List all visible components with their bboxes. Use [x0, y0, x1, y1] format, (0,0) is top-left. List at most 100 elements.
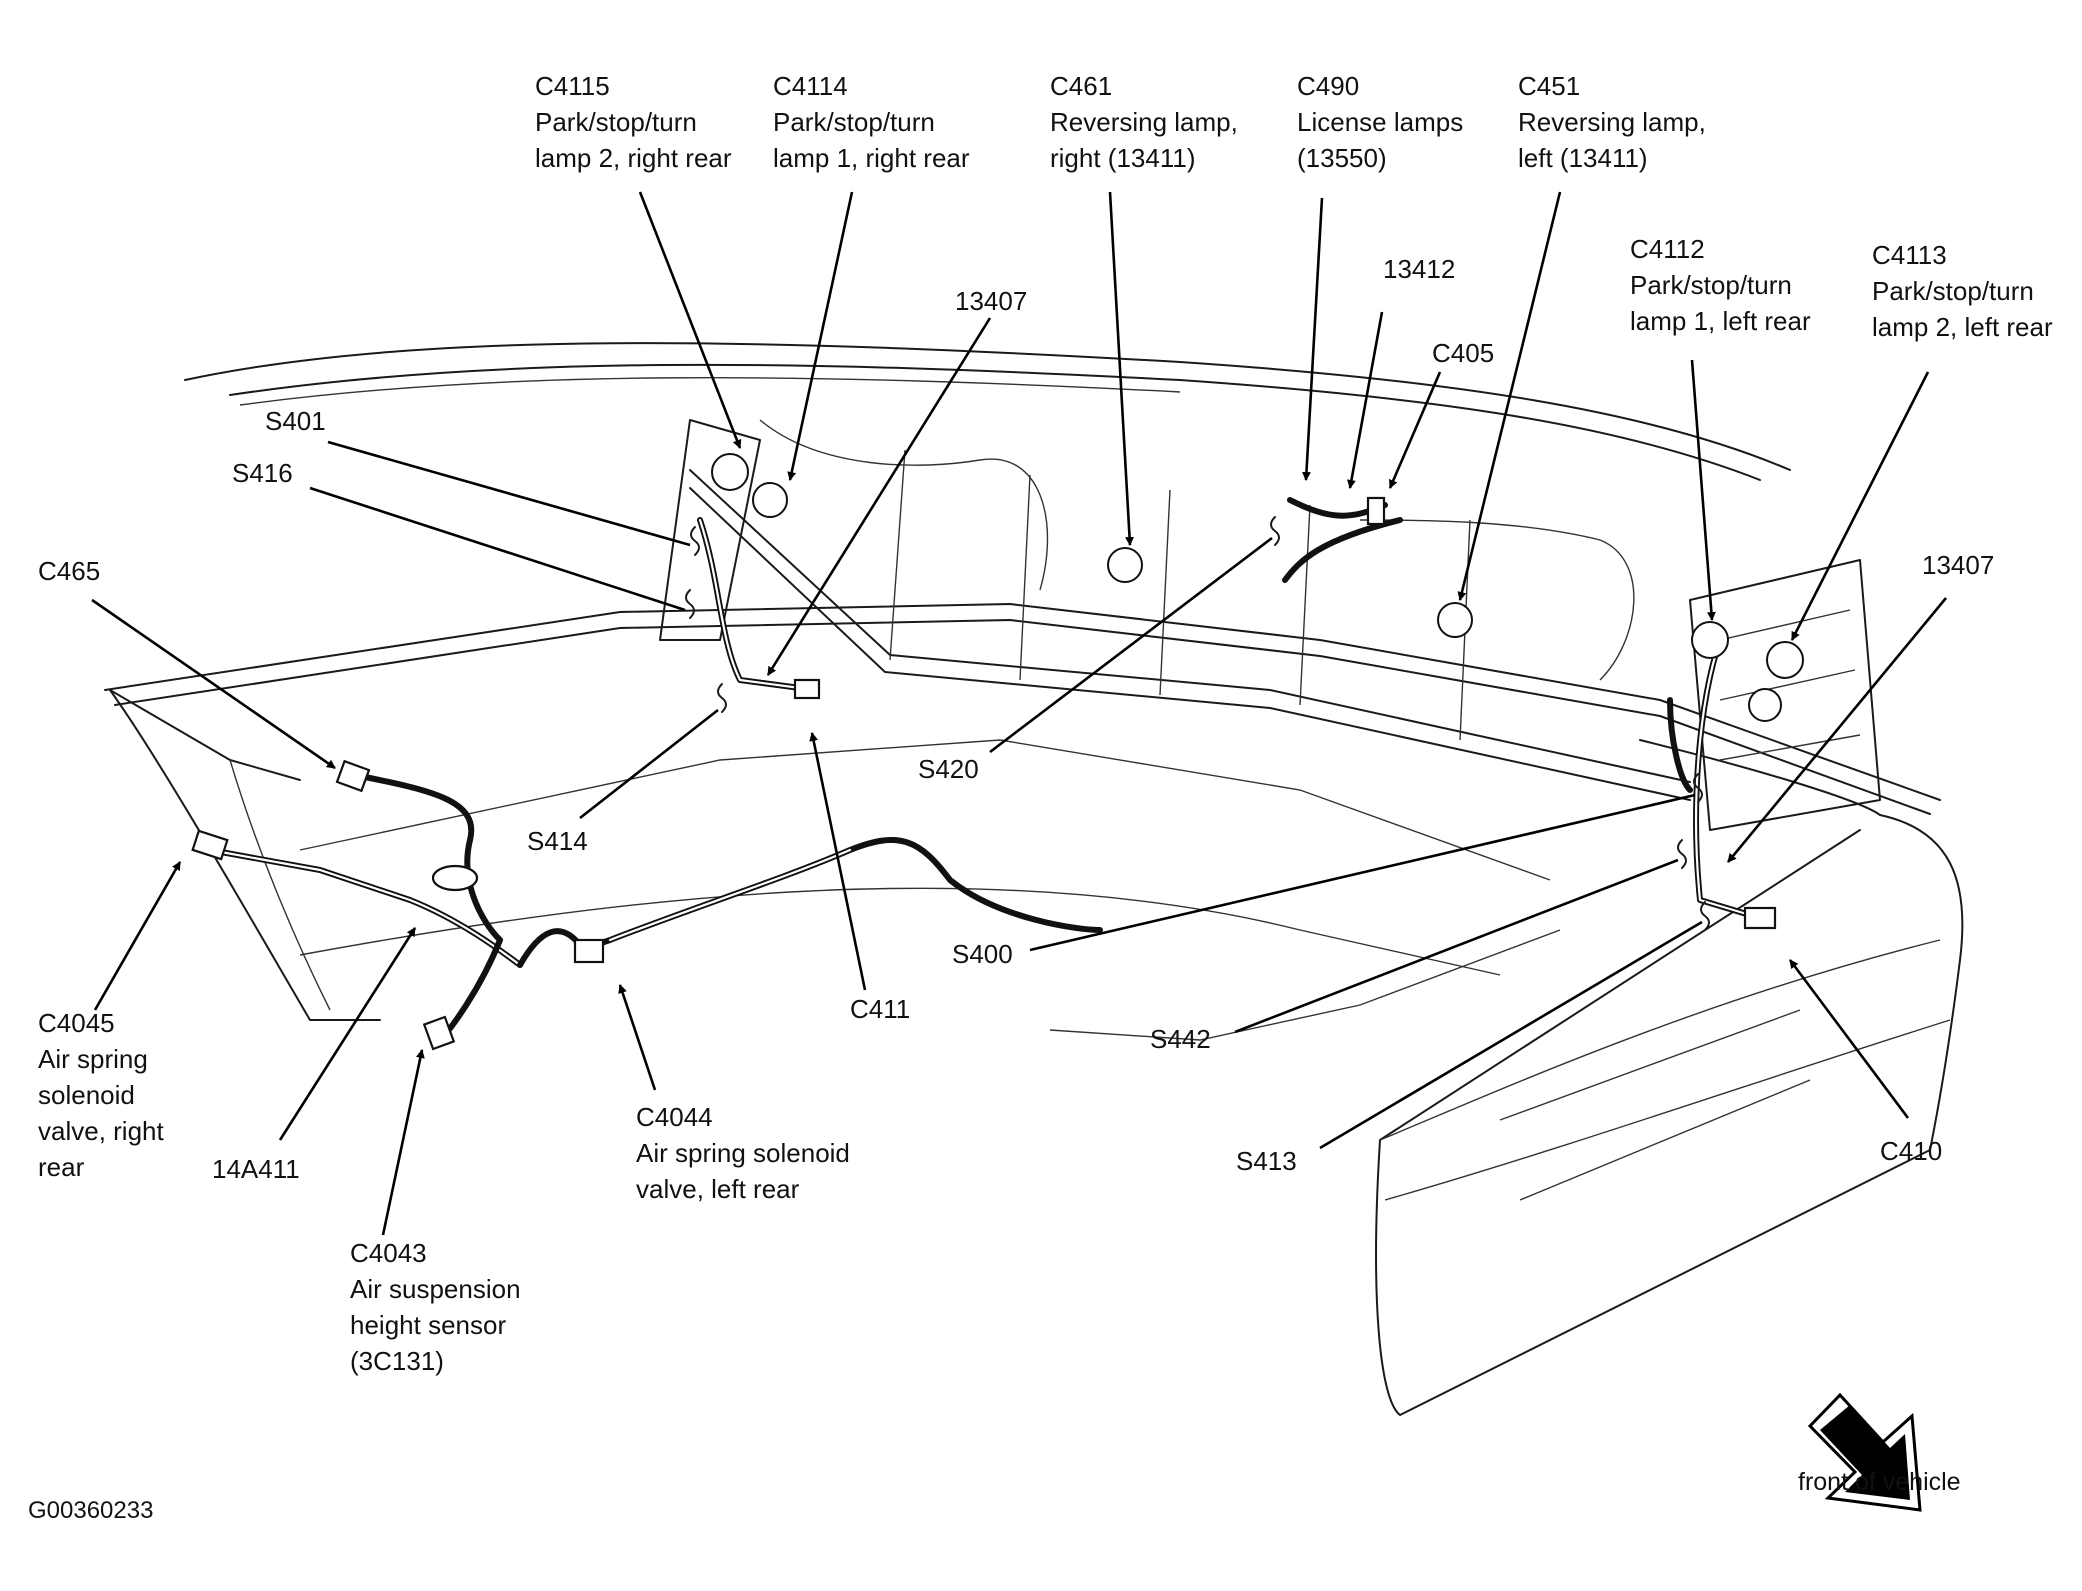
leader-13412: [1347, 311, 1384, 489]
callout-s442: S442: [1150, 1024, 1211, 1054]
leader-c405: [1388, 371, 1442, 489]
callout-c405: C405: [1432, 338, 1494, 368]
splice-s400: [1693, 773, 1703, 803]
harness-c465-branch: [352, 772, 503, 943]
c465-connector: [335, 759, 371, 793]
callout-c4044-line-2: valve, left rear: [636, 1174, 800, 1204]
callout-c4115-line-0: C4115: [535, 71, 610, 101]
leader-c465: [91, 598, 336, 770]
leader-s420: [989, 536, 1273, 754]
callout-s400: S400: [952, 939, 1013, 969]
leader-c4044: [618, 984, 657, 1091]
callout-c4044-line-0: C4044: [636, 1102, 713, 1132]
callout-s414: S414: [527, 826, 588, 856]
c4115-socket: [711, 453, 749, 491]
callout-n14a411-line-0: 14A411: [212, 1154, 300, 1184]
c4045-connector: [191, 829, 229, 861]
callout-c4043-line-2: height sensor: [350, 1310, 506, 1340]
leader-s413: [1319, 920, 1703, 1150]
callout-c461-line-1: Reversing lamp,: [1050, 107, 1238, 137]
harness-floor-run: [577, 837, 1103, 953]
callout-n14a411: 14A411: [212, 1154, 300, 1184]
callout-c4043-line-0: C4043: [350, 1238, 427, 1268]
leader-s401: [327, 440, 691, 547]
leader-s416: [309, 486, 686, 612]
leader-c4115: [638, 191, 742, 449]
splices: [685, 516, 1710, 931]
callout-c4113-line-0: C4113: [1872, 240, 1947, 270]
vehicle-body-drawing: [104, 342, 1964, 1416]
splice-s413: [1700, 901, 1710, 931]
callout-n13407-top-line-0: 13407: [955, 286, 1027, 316]
callout-c4043-line-3: (3C131): [350, 1346, 444, 1376]
trunk-floor-edge: [299, 739, 1551, 881]
callout-c465-line-0: C465: [38, 556, 100, 586]
callout-c490-line-0: C490: [1297, 71, 1359, 101]
callout-c4044-line-1: Air spring solenoid: [636, 1138, 850, 1168]
callout-s414-line-0: S414: [527, 826, 588, 856]
callout-n13412-line-0: 13412: [1383, 254, 1455, 284]
figure-id: G00360233: [28, 1497, 153, 1524]
leader-c4045: [93, 861, 182, 1011]
callout-n13407-right: 13407: [1922, 550, 1994, 580]
splice-s442: [1677, 839, 1687, 869]
leader-c4112: [1690, 359, 1716, 621]
callout-s442-line-0: S442: [1150, 1024, 1211, 1054]
callout-c4045-line-4: rear: [38, 1152, 85, 1182]
callout-c461-line-0: C461: [1050, 71, 1112, 101]
callout-c410-line-0: C410: [1880, 1136, 1942, 1166]
grommet: [431, 864, 479, 892]
callout-s413-line-0: S413: [1236, 1146, 1297, 1176]
leader-s442: [1234, 858, 1679, 1034]
leader-14a411: [278, 927, 417, 1141]
callout-c451-line-0: C451: [1518, 71, 1580, 101]
rear-bumper-cover: [1375, 814, 1964, 1416]
callout-c490-line-1: License lamps: [1297, 107, 1463, 137]
front-of-vehicle-label: front of vehicle: [1798, 1468, 1961, 1496]
callout-c4045-line-3: valve, right: [38, 1116, 164, 1146]
c410-connector: [1743, 906, 1777, 930]
reversing-lamp-cavity-left: [1359, 519, 1635, 681]
callout-c4045-line-1: Air spring: [38, 1044, 148, 1074]
right-lamp-cluster: [659, 419, 761, 641]
callout-n13407-top: 13407: [955, 286, 1027, 316]
c4114-socket: [752, 482, 788, 518]
leader-lines: [91, 191, 1948, 1236]
leader-s400: [1029, 793, 1696, 952]
c405-connector: [1366, 496, 1386, 526]
left-lamp-cluster: [1689, 559, 1881, 831]
deck-lid-outline: [184, 342, 1791, 471]
deck-lid-inner-edge: [229, 363, 1761, 481]
c461-socket: [1107, 547, 1143, 583]
leader-c4114: [787, 191, 854, 481]
callout-s401: S401: [265, 406, 326, 436]
rear-panel-top: [104, 603, 1941, 801]
callout-s401-line-0: S401: [265, 406, 326, 436]
c411-connector: [793, 678, 821, 700]
leader-c490: [1301, 197, 1324, 481]
callout-s420-line-0: S420: [918, 754, 979, 784]
c451-socket: [1437, 602, 1473, 638]
front-of-vehicle-indicator: front of vehicle: [1798, 1392, 1961, 1512]
callout-c490-line-2: (13550): [1297, 143, 1387, 173]
callout-c411: C411: [850, 994, 910, 1024]
leader-c461: [1108, 191, 1135, 546]
leader-c451: [1457, 191, 1562, 601]
callout-c4115-line-2: lamp 2, right rear: [535, 143, 732, 173]
harness-air-suspension: [207, 847, 523, 968]
splice-s416: [685, 589, 695, 619]
callout-c4112-line-0: C4112: [1630, 234, 1705, 264]
callout-c4112-line-2: lamp 1, left rear: [1630, 306, 1811, 336]
callout-c4113-line-1: Park/stop/turn: [1872, 276, 2034, 306]
callout-c4114-line-0: C4114: [773, 71, 848, 101]
